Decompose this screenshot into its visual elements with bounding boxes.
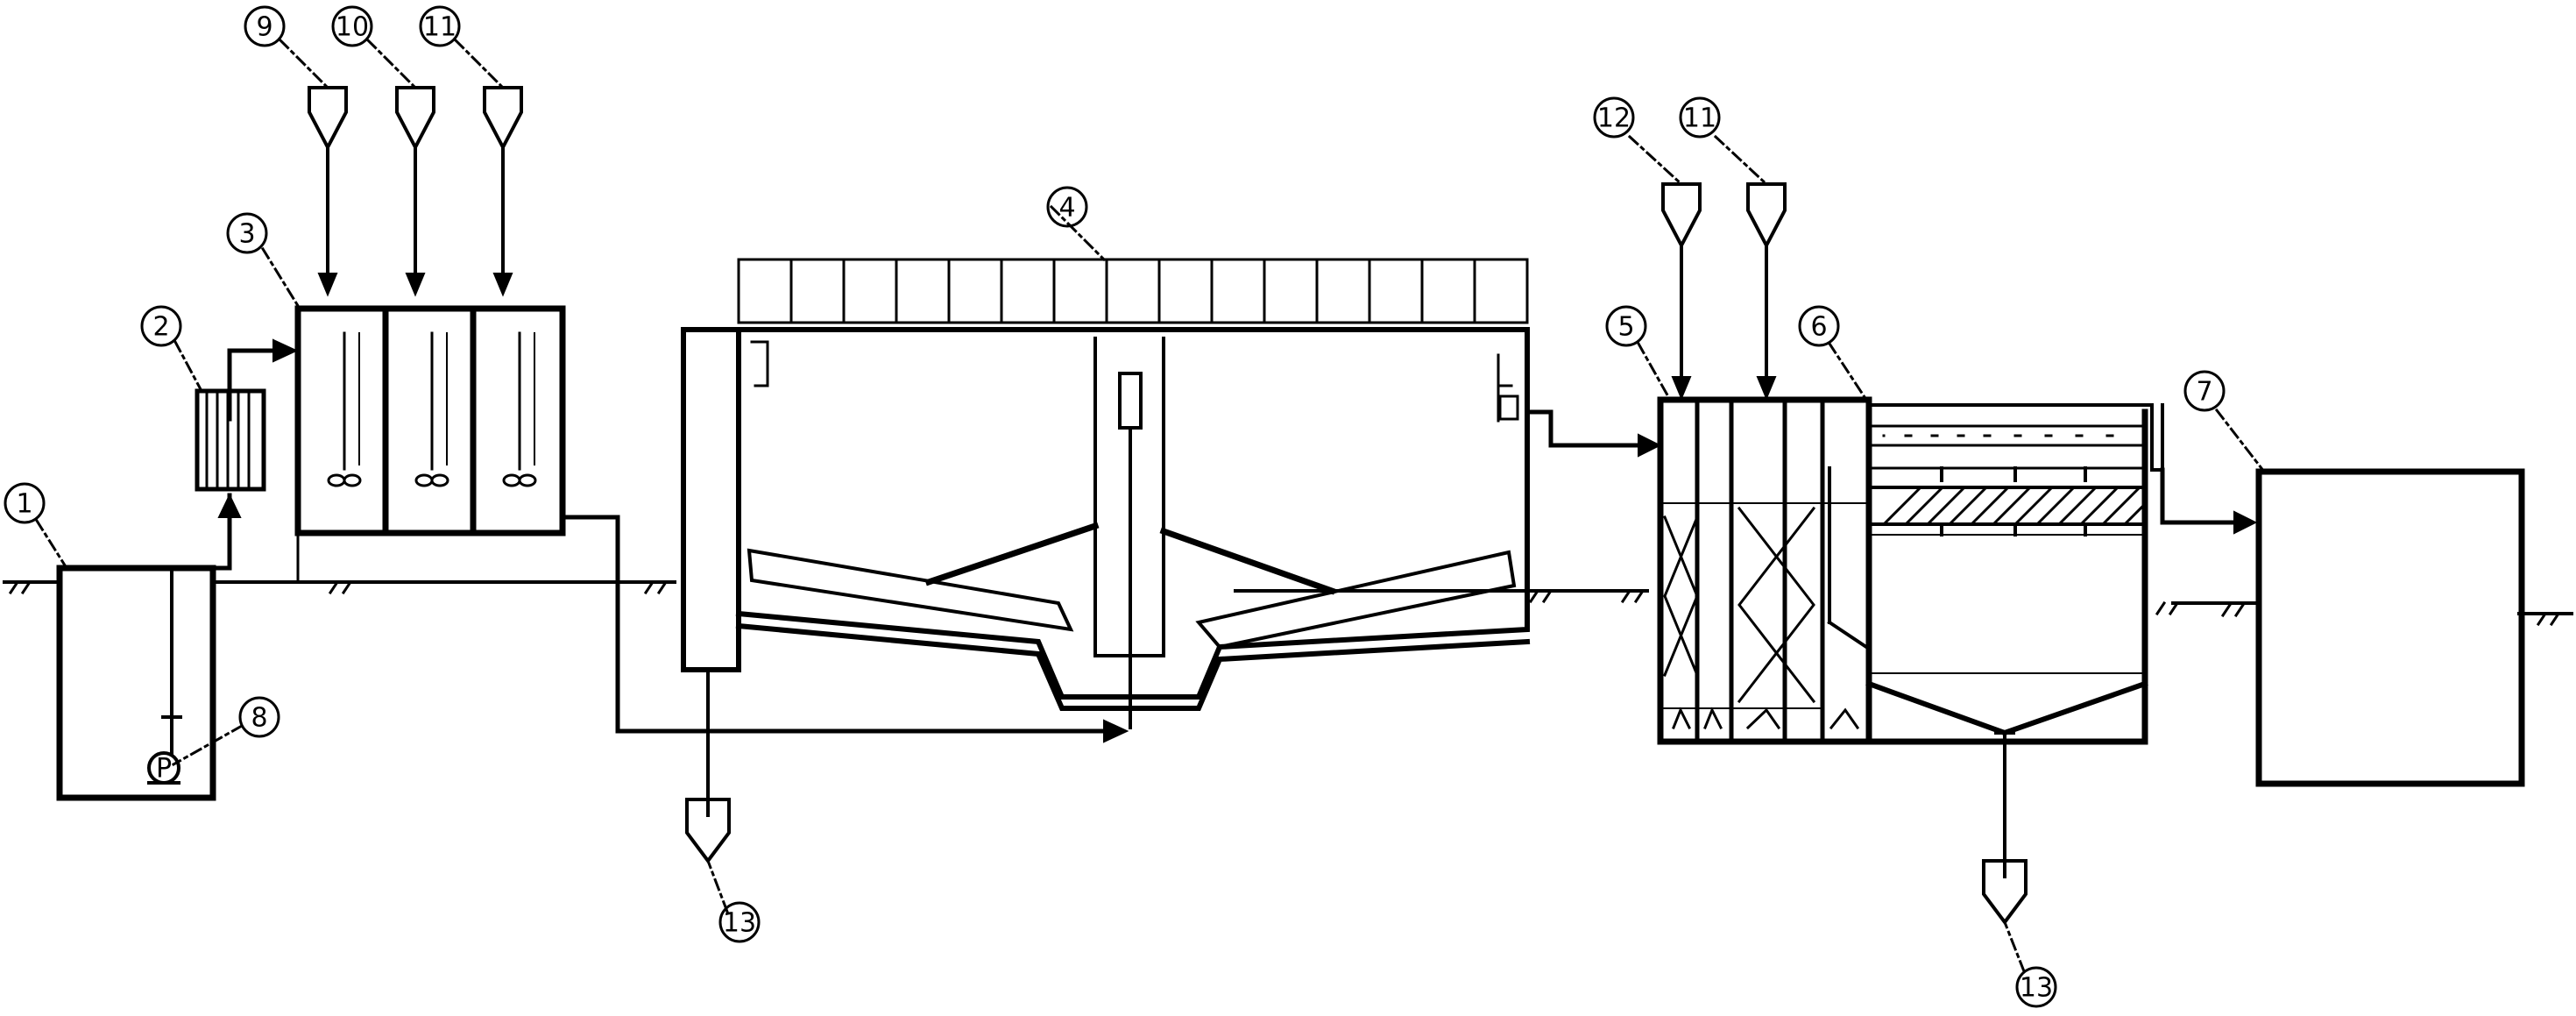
- clean-water-tank-7: [2255, 468, 2525, 787]
- label-13-first: 13: [723, 908, 756, 939]
- clarifier-4: [681, 258, 1662, 817]
- label-5: 5: [1617, 312, 1634, 343]
- label-3: 3: [238, 219, 255, 250]
- label-11-first: 11: [423, 12, 456, 43]
- filter-2: [195, 388, 266, 492]
- label-8: 8: [251, 703, 267, 734]
- label-1: 1: [16, 489, 32, 520]
- pipe-reaction-to-clarifier: [560, 515, 1129, 743]
- ground-line: [3, 579, 2573, 627]
- label-13-second: 13: [2020, 973, 2053, 1004]
- tank-6: [1827, 396, 2258, 878]
- collection-tank-1: [56, 565, 216, 801]
- pipe-pump-to-reaction-tank: [169, 338, 299, 719]
- label-7: 7: [2196, 377, 2212, 408]
- sludge-hopper-13b: [1982, 859, 2028, 926]
- label-2: 2: [152, 312, 169, 343]
- label-6: 6: [1810, 312, 1827, 343]
- dosing-hoppers-12-11: [1661, 182, 1787, 401]
- sludge-hopper-13a: [685, 798, 731, 864]
- label-texts: 1 2 3 4 5 6 7 8 9 10 11 12 11 13 13: [16, 12, 2212, 1004]
- label-leaders: [34, 38, 2267, 973]
- label-11-second: 11: [1683, 103, 1716, 134]
- dosing-hoppers-9-10-11: [308, 86, 523, 297]
- label-12: 12: [1597, 103, 1631, 134]
- tank-5: [1657, 396, 1872, 745]
- label-4: 4: [1058, 193, 1075, 224]
- reaction-tank-3: [294, 305, 566, 584]
- label-9: 9: [256, 12, 272, 43]
- pump-symbol: P: [156, 754, 172, 785]
- label-10: 10: [336, 12, 369, 43]
- label-circles: [4, 5, 2226, 1008]
